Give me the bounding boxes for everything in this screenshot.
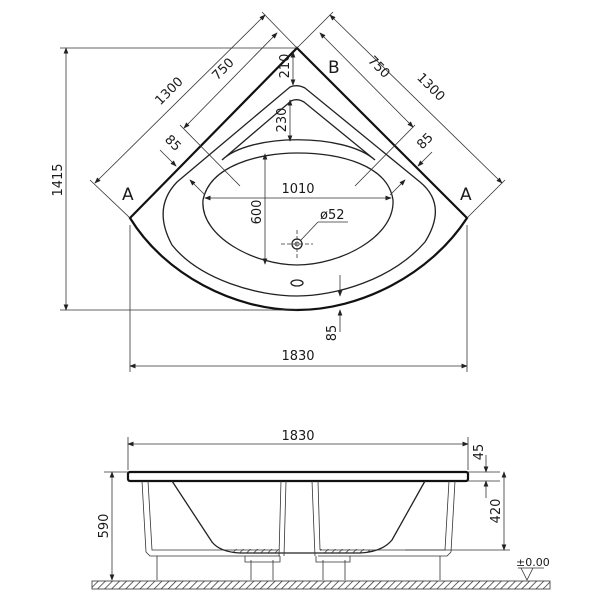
top-view: 1415 1830 85 1300 750 85 1300 750 [51,11,506,372]
dim-inner-left: 750 [209,55,237,83]
tub-body [171,480,426,554]
dim-width: 1830 [281,349,314,364]
floor [91,580,551,590]
side-dim-total-height: 590 [97,514,112,539]
frame-left [141,480,287,557]
floor-level-marker [518,567,544,581]
dim-seat-depth: 230 [275,108,290,133]
dim-corner-offset: 210 [278,54,293,79]
dim-height: 1415 [51,163,66,196]
dim-side-right: 1300 [413,71,447,105]
side-dim-width: 1830 [281,429,314,444]
section-label-left: A [122,185,134,205]
overflow [290,279,304,287]
basin [202,152,394,266]
dim-inner-right: 750 [364,53,392,81]
dim-side-left: 1300 [153,75,187,109]
section-label-right: A [460,185,472,205]
legs [156,556,441,580]
dim-rim-front: 85 [325,325,340,342]
dim-drain-diameter: ø52 [320,208,345,223]
frame-right [311,480,456,557]
floor-level: ±0.00 [516,556,550,569]
side-dim-rim: 45 [472,444,487,461]
dim-rim-left: 85 [161,132,183,154]
dim-basin-width: 1010 [281,182,314,197]
dim-basin-depth: 600 [250,200,265,225]
seat [221,99,376,161]
section-label-corner: B [328,58,340,78]
dim-rim-right: 85 [414,130,436,152]
side-view: 1830 590 45 420 ±0.00 [91,429,551,590]
tub-rim [126,470,470,483]
side-dim-depth: 420 [489,499,504,524]
